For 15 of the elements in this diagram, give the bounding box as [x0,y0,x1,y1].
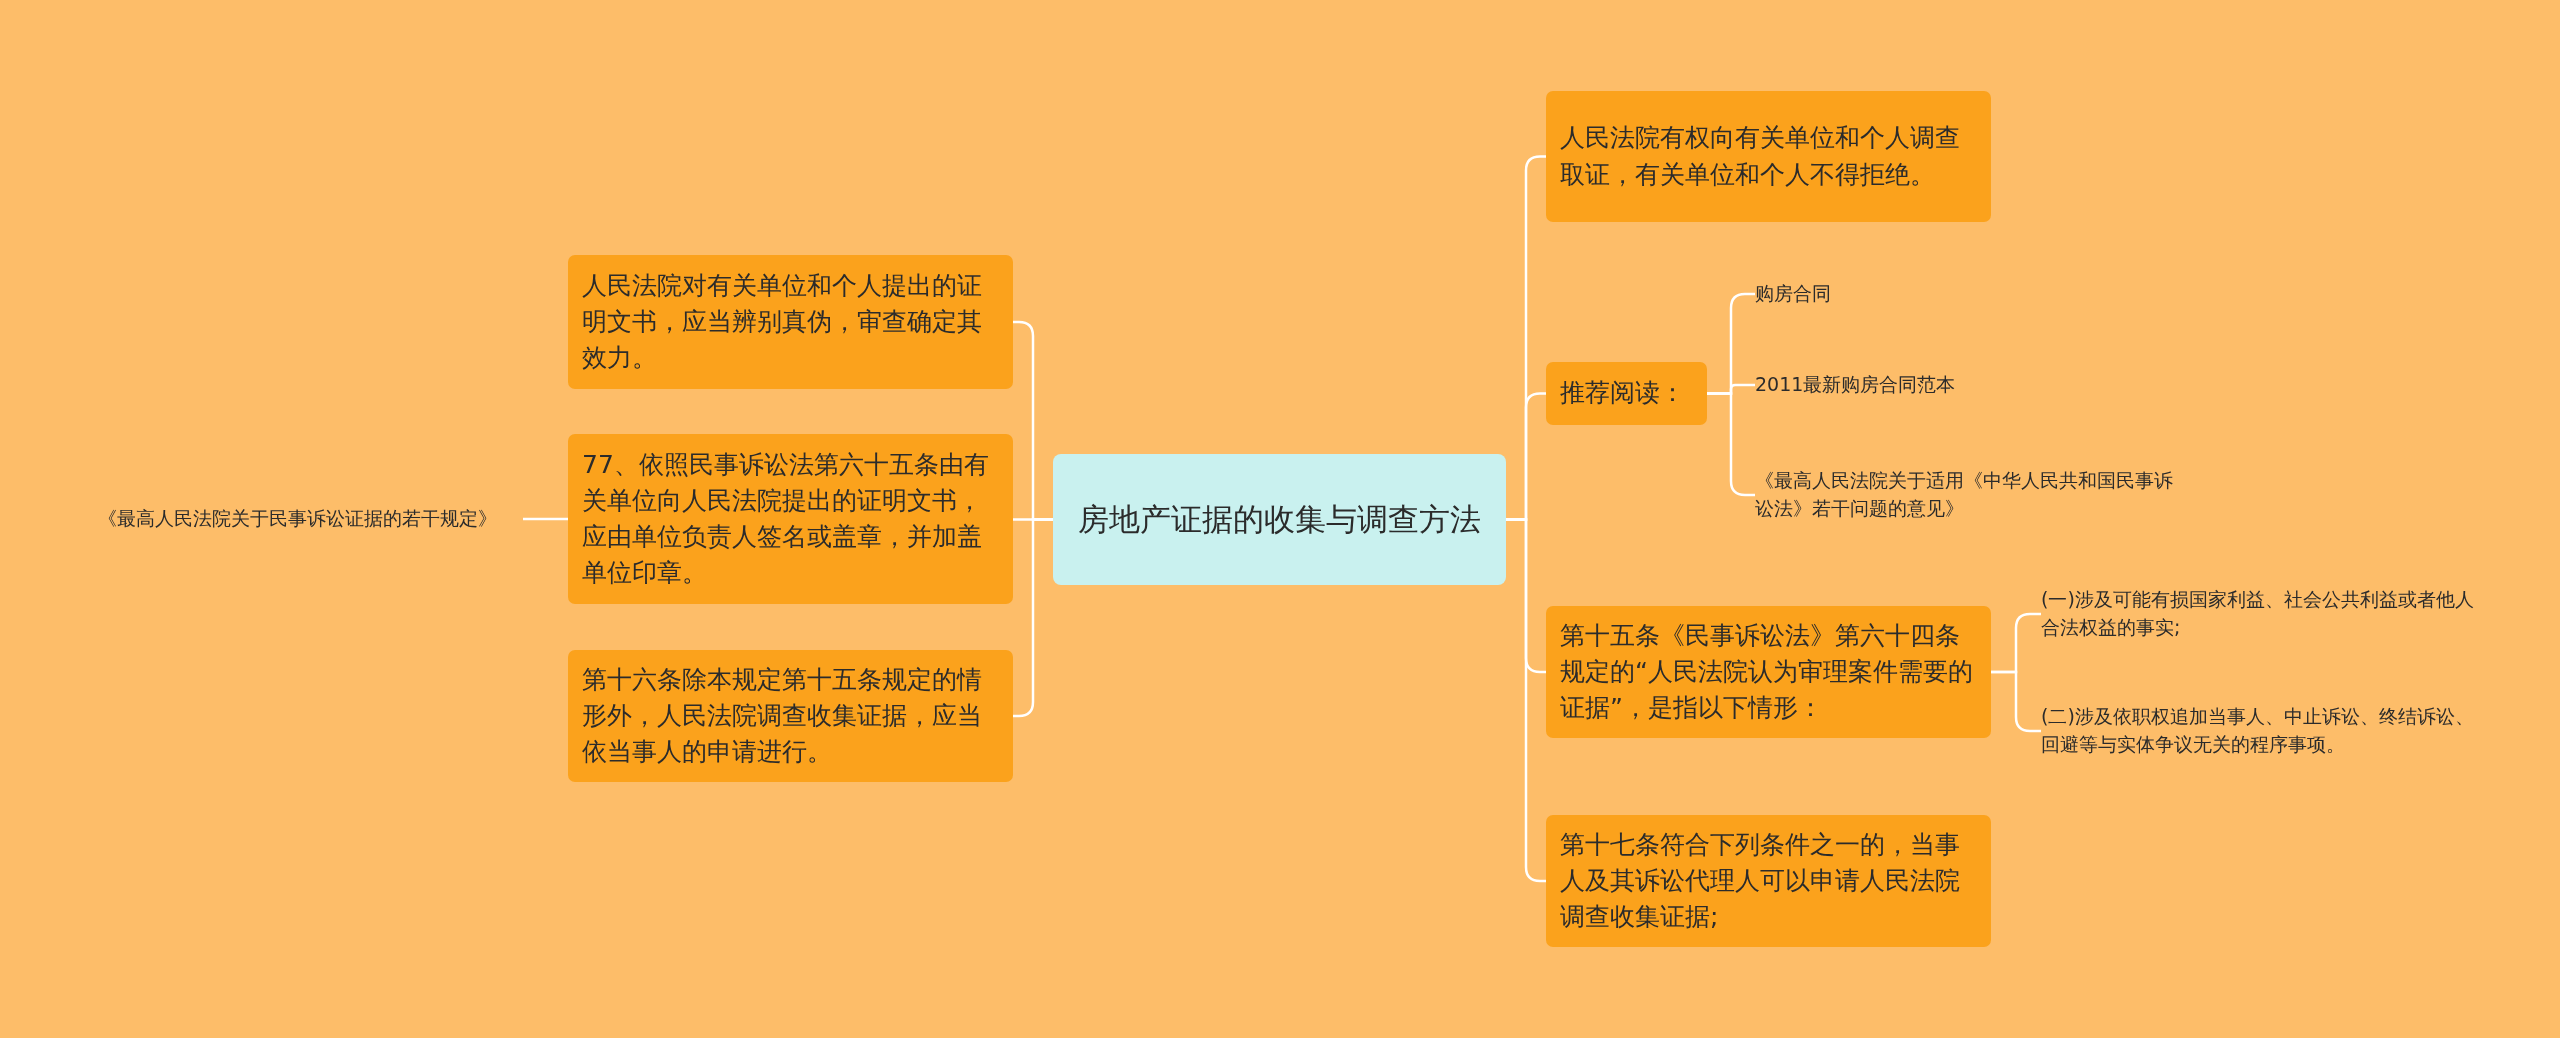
note-text: 《最高人民法院关于民事诉讼证据的若干规定》 [98,488,523,550]
note-text: (一)涉及可能有损国家利益、社会公共利益或者他人合法权益的事实; [2041,585,2481,643]
topic-box: 第十五条《民事诉讼法》第六十四条规定的“人民法院认为审理案件需要的证据”，是指以下情形： [1546,606,1991,738]
topic-box: 第十七条符合下列条件之一的，当事人及其诉讼代理人可以申请人民法院调查收集证据; [1546,815,1991,947]
topic-box: 推荐阅读： [1546,362,1707,425]
note-text: 《最高人民法院关于适用《中华人民共和国民事诉讼法》若干问题的意见》 [1755,466,2185,524]
note-text: 2011最新购房合同范本 [1755,369,2055,401]
topic-box: 人民法院对有关单位和个人提出的证明文书，应当辨别真伪，审查确定其效力。 [568,255,1013,389]
topic-box: 人民法院有权向有关单位和个人调查取证，有关单位和个人不得拒绝。 [1546,91,1991,222]
connector-line [523,517,568,521]
topic-box: 第十六条除本规定第十五条规定的情形外，人民法院调查收集证据，应当依当事人的申请进行。 [568,650,1013,782]
note-text: (二)涉及依职权追加当事人、中止诉讼、终结诉讼、回避等与实体争议无关的程序事项。 [2041,702,2481,760]
topic-box: 77、依照民事诉讼法第六十五条由有关单位向人民法院提出的证明文书，应由单位负责人签名或盖章，并加盖单位印章。 [568,434,1013,604]
central-topic-box: 房地产证据的收集与调查方法 [1053,454,1506,585]
note-text: 购房合同 [1755,278,2055,310]
